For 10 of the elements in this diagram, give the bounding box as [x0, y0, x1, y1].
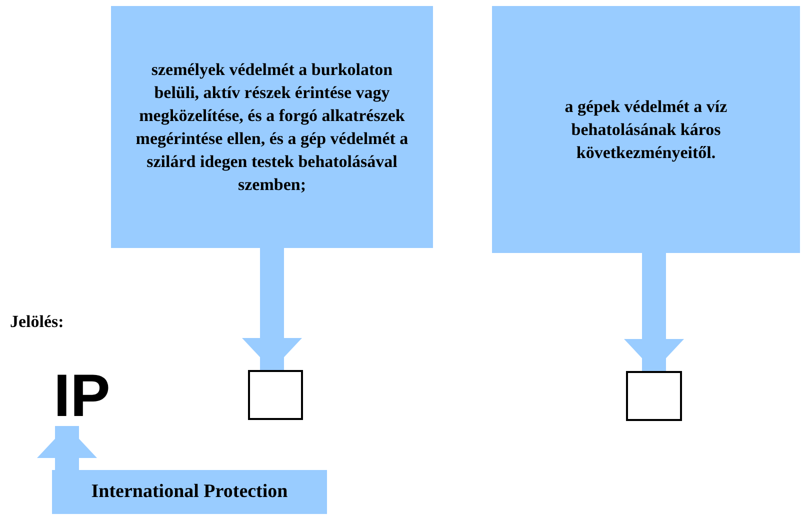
block-arrow — [242, 248, 302, 370]
description-box: személyek védelmét a burkolaton belüli, aktív részek érintése vagy megközelítése, és a forgó alkatrészek megérintése ellen, és a gép védelmét a szilárd idegen testek behatolásával szemben; — [111, 6, 433, 248]
code-text: IP — [48, 366, 116, 426]
description-box: a gépek védelmét a víz behatolásának káros következményeitől. — [492, 6, 800, 253]
block-arrow — [624, 253, 684, 371]
block-arrow — [37, 426, 97, 470]
caption-text: Jelölés: — [10, 311, 64, 333]
empty-square — [248, 370, 303, 420]
empty-square — [626, 371, 682, 421]
label-box: International Protection — [52, 470, 327, 514]
